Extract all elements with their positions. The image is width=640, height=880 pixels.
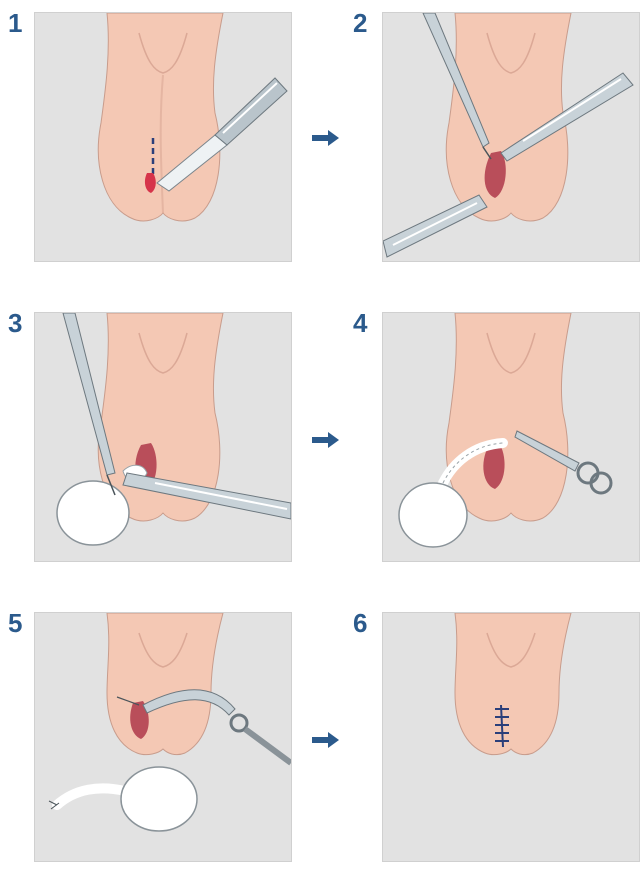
suture-icon bbox=[116, 696, 140, 706]
scissors-icon bbox=[514, 430, 613, 495]
forceps-icon bbox=[142, 689, 291, 766]
scrotum-skin bbox=[445, 13, 572, 222]
forceps-icon bbox=[122, 472, 291, 520]
step-number-3: 3 bbox=[8, 308, 23, 338]
arrow-right-icon bbox=[312, 732, 339, 748]
incision-wound bbox=[130, 701, 149, 739]
step-number-6: 6 bbox=[353, 608, 368, 638]
step-6-illustration bbox=[454, 613, 572, 756]
incision-wound bbox=[144, 173, 156, 193]
incision-wound bbox=[484, 151, 506, 198]
spermatic-cord bbox=[52, 783, 130, 810]
step-number-2: 2 bbox=[353, 8, 368, 38]
step-4-panel bbox=[382, 312, 640, 562]
scrotum-skin bbox=[97, 13, 224, 222]
testicle bbox=[120, 766, 198, 832]
step-number-5: 5 bbox=[8, 608, 23, 638]
step-1-panel bbox=[34, 12, 292, 262]
scrotum-skin bbox=[106, 613, 224, 756]
step-3-illustration bbox=[56, 313, 291, 546]
testicle bbox=[398, 482, 468, 548]
scrotum-skin bbox=[454, 613, 572, 756]
step-number-4: 4 bbox=[353, 308, 368, 338]
step-5-illustration bbox=[48, 613, 291, 832]
step-6-panel bbox=[382, 612, 640, 862]
step-5-panel bbox=[34, 612, 292, 862]
scrotum-skin bbox=[445, 313, 572, 522]
step-number-1: 1 bbox=[8, 8, 23, 38]
step-4-illustration bbox=[398, 313, 613, 548]
step-3-panel bbox=[34, 312, 292, 562]
forceps-icon bbox=[383, 194, 488, 258]
step-1-illustration bbox=[97, 13, 288, 222]
testicle bbox=[56, 480, 130, 546]
forceps-icon bbox=[422, 13, 492, 160]
forceps-icon bbox=[62, 313, 116, 496]
arrow-right-icon bbox=[312, 130, 339, 146]
arrow-right-icon bbox=[312, 432, 339, 448]
forceps-icon bbox=[500, 72, 634, 162]
scalpel-icon bbox=[156, 77, 288, 192]
suture-icon bbox=[495, 704, 509, 748]
step-2-illustration bbox=[383, 13, 634, 258]
incision-wound bbox=[483, 443, 505, 489]
step-2-panel bbox=[382, 12, 640, 262]
